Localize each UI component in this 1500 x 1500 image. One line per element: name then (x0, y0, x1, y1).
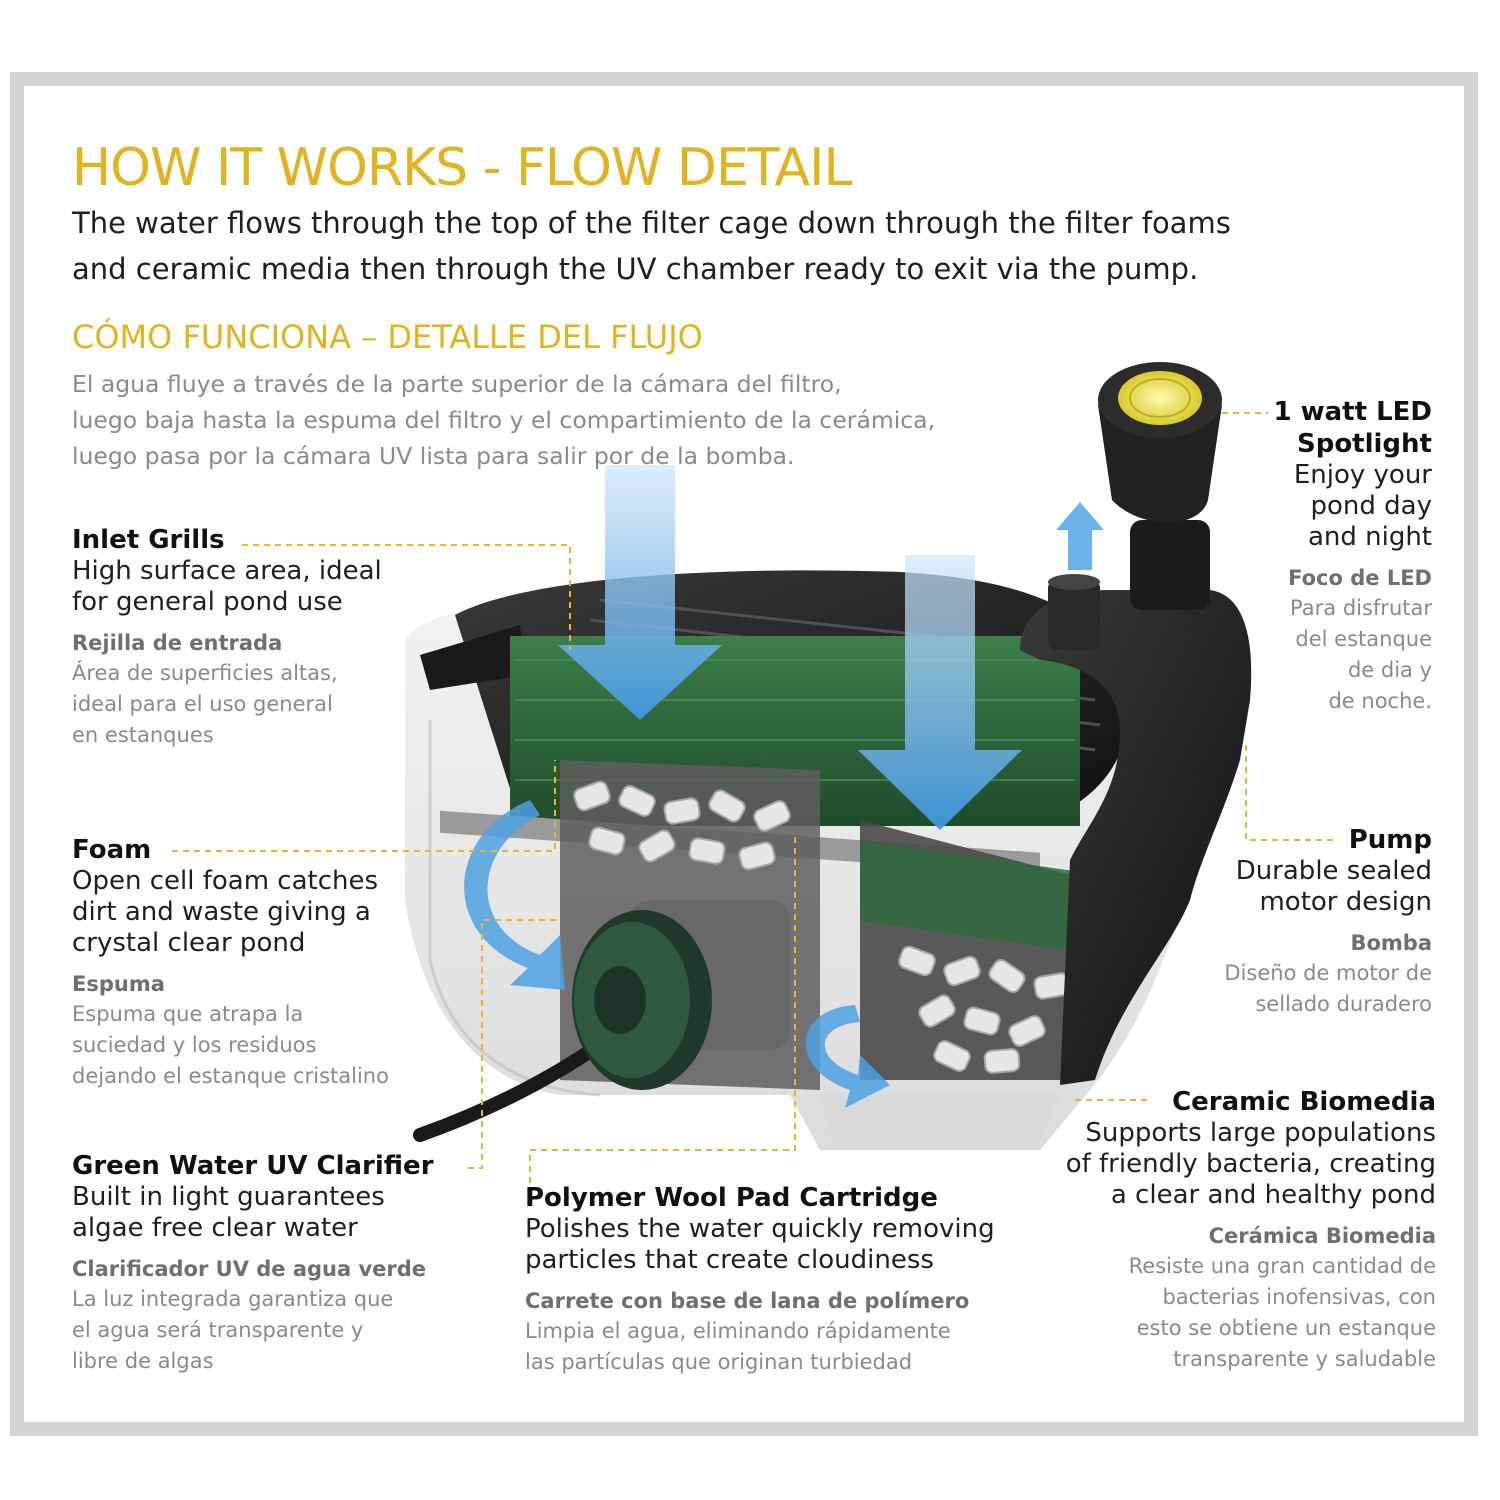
flow-arrow-curved-icon (464, 800, 565, 990)
ceramic-desc-es: bacterias inofensivas, con (1162, 1285, 1436, 1309)
led-desc: Enjoy your (1293, 460, 1432, 490)
led-desc-es: de noche. (1328, 689, 1432, 713)
pump-title: Pump (1348, 825, 1432, 855)
flow-arrow-up-icon (1056, 502, 1104, 570)
polymer-title-es: Carrete con base de lana de polímero (525, 1289, 970, 1313)
pump-desc-es: sellado duradero (1255, 992, 1432, 1016)
pump-title-es: Bomba (1350, 931, 1432, 955)
intro-english: The water flows through the top of the f… (72, 200, 1332, 292)
pump-desc: Durable sealed (1235, 856, 1432, 886)
label-pump: Pump Durable sealed motor design Bomba D… (1172, 824, 1432, 1020)
led-title: Spotlight (1296, 429, 1432, 459)
inlet-title-es: Rejilla de entrada (72, 631, 283, 655)
ceramic-desc-es: Resiste una gran cantidad de (1128, 1254, 1436, 1278)
flow-arrow-down-icon (858, 555, 1022, 830)
spotlight-neck (1130, 520, 1210, 610)
foam-desc: crystal clear pond (72, 928, 306, 958)
inlet-desc-es: ideal para el uso general (72, 692, 333, 716)
uv-clarifier (413, 900, 790, 1142)
pump-body (1020, 520, 1252, 1085)
inlet-desc-es: en estanques (72, 723, 214, 747)
leader-lines (172, 412, 1338, 1183)
led-desc-es: Para disfrutar (1290, 596, 1432, 620)
ceramic-desc: a clear and healthy pond (1110, 1180, 1436, 1210)
ceramic-desc: Supports large populations (1085, 1118, 1436, 1148)
led-desc-es: del estanque (1295, 627, 1432, 651)
label-inlet-grills: Inlet Grills High surface area, ideal fo… (72, 524, 492, 751)
pump-desc: motor design (1259, 887, 1432, 917)
led-desc-es: de dia y (1347, 658, 1432, 682)
label-polymer-cartridge: Polymer Wool Pad Cartridge Polishes the … (525, 1182, 1045, 1378)
foam-title-es: Espuma (72, 972, 165, 996)
label-led-spotlight: 1 watt LED Spotlight Enjoy your pond day… (1232, 396, 1432, 717)
label-uv-clarifier: Green Water UV Clarifier Built in light … (72, 1150, 512, 1377)
foam-title: Foam (72, 835, 152, 865)
uv-title: Green Water UV Clarifier (72, 1151, 434, 1181)
flow-arrow-down-icon (558, 465, 722, 720)
foam-desc-es: dejando el estanque cristalino (72, 1064, 389, 1088)
polymer-desc-es: Limpia el agua, eliminando rápidamente (525, 1319, 951, 1343)
ceramic-desc-es: transparente y saludable (1173, 1347, 1436, 1371)
ceramic-rings (573, 780, 1071, 1074)
ceramic-desc-es: esto se obtiene un estanque (1136, 1316, 1436, 1340)
inlet-title: Inlet Grills (72, 525, 225, 555)
uv-title-es: Clarificador UV de agua verde (72, 1257, 427, 1281)
foam-desc: dirt and waste giving a (72, 897, 371, 927)
uv-desc-es: La luz integrada garantiza que (72, 1287, 394, 1311)
polymer-desc: Polishes the water quickly removing (525, 1214, 995, 1244)
polymer-title: Polymer Wool Pad Cartridge (525, 1183, 938, 1213)
led-desc: and night (1307, 522, 1432, 552)
label-foam: Foam Open cell foam catches dirt and was… (72, 834, 492, 1092)
intro-spanish-line: El agua fluye a través de la parte super… (72, 370, 842, 398)
polymer-desc: particles that create cloudiness (525, 1245, 934, 1275)
ceramic-desc: of friendly bacteria, creating (1065, 1149, 1436, 1179)
inlet-desc: High surface area, ideal (72, 556, 382, 586)
uv-desc-es: libre de algas (72, 1349, 214, 1373)
uv-desc: algae free clear water (72, 1213, 358, 1243)
led-desc: pond day (1310, 491, 1432, 521)
foam-desc-es: Espuma que atrapa la (72, 1002, 304, 1026)
intro-english-line: The water flows through the top of the f… (72, 206, 1231, 240)
uv-desc: Built in light guarantees (72, 1182, 385, 1212)
inlet-desc: for general pond use (72, 587, 343, 617)
foam-desc: Open cell foam catches (72, 866, 379, 896)
led-title-es: Foco de LED (1288, 566, 1432, 590)
title-english: HOW IT WORKS - FLOW DETAIL (72, 138, 852, 198)
intro-english-line: and ceramic media then through the UV ch… (72, 252, 1199, 286)
led-spotlight (1098, 362, 1222, 523)
flow-arrows (464, 465, 1104, 1108)
intro-spanish-line: luego baja hasta la espuma del filtro y … (72, 406, 936, 434)
inlet-desc-es: Área de superficies altas, (72, 661, 338, 685)
uv-desc-es: el agua será transparente y (72, 1318, 364, 1342)
title-spanish: CÓMO FUNCIONA – DETALLE DEL FLUJO (72, 318, 703, 356)
flow-arrow-curved-icon (805, 1005, 890, 1108)
led-title: 1 watt LED (1273, 397, 1432, 427)
ceramic-title: Ceramic Biomedia (1172, 1087, 1436, 1117)
pump-outlet (1048, 580, 1100, 650)
ceramic-title-es: Cerámica Biomedia (1208, 1224, 1436, 1248)
pump-desc-es: Diseño de motor de (1224, 961, 1432, 985)
foam-desc-es: suciedad y los residuos (72, 1033, 317, 1057)
polymer-desc-es: las partículas que originan turbiedad (525, 1350, 913, 1374)
label-ceramic-biomedia: Ceramic Biomedia Supports large populati… (1036, 1086, 1436, 1375)
